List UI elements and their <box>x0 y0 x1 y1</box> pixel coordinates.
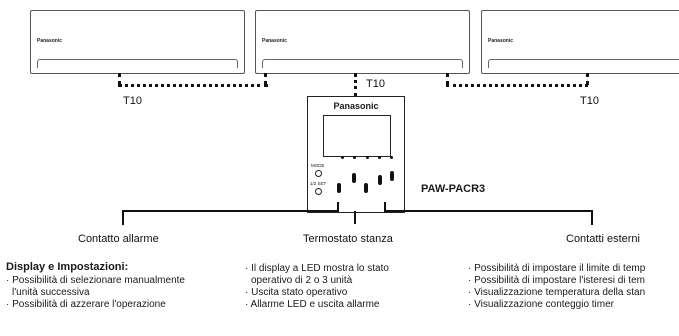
indoor-unit-3: Panasonic <box>481 10 679 74</box>
feature-list-3: · Possibilità di impostare il limite di … <box>468 263 645 311</box>
t10-label-right: T10 <box>580 95 599 107</box>
unit-brand-label: Panasonic <box>37 38 63 44</box>
status-led <box>390 156 393 159</box>
unit-air-outlet <box>262 59 463 68</box>
status-led <box>366 156 369 159</box>
controller-lcd-screen <box>323 115 391 157</box>
status-led <box>378 156 381 159</box>
bracket-right-riser <box>384 202 386 212</box>
section-title: Display e Impostazioni: <box>6 261 129 273</box>
status-led <box>353 156 356 159</box>
unit-brand-label: Panasonic <box>488 38 514 44</box>
connector-vertical-center <box>354 73 357 97</box>
list-item: l'unità successiva <box>12 287 90 298</box>
feature-list-2: · Il display a LED mostra lo stato opera… <box>245 263 389 311</box>
branch-label-external: Contatti esterni <box>566 233 640 245</box>
bracket-right-vertical <box>591 210 593 225</box>
connector-vertical-right <box>586 73 589 85</box>
selector-switch[interactable] <box>337 183 341 193</box>
list-item: · Il display a LED mostra lo stato <box>245 263 389 274</box>
bracket-left-vertical <box>122 210 124 225</box>
branch-label-thermostat: Termostato stanza <box>303 233 393 245</box>
controller-device: Panasonic MODE 1/2 SET <box>307 96 405 213</box>
selector-switch[interactable] <box>364 183 368 193</box>
t10-label-left: T10 <box>123 95 142 107</box>
t10-label-center: T10 <box>366 78 385 90</box>
list-item: · Visualizzazione conteggio timer <box>468 299 615 310</box>
status-led <box>341 156 344 159</box>
bracket-left-horizontal <box>122 210 338 212</box>
connector-vertical-unit2 <box>264 73 267 85</box>
list-item: operativo di 2 o 3 unità <box>251 275 353 286</box>
connector-vertical-left <box>118 73 121 85</box>
unit-air-outlet <box>37 59 238 68</box>
mode-button[interactable] <box>315 170 322 177</box>
connector-horizontal-left <box>118 84 268 87</box>
indoor-unit-1: Panasonic <box>30 10 245 74</box>
unit-air-outlet <box>488 59 679 68</box>
selector-switch[interactable] <box>352 173 356 183</box>
mode-label: MODE <box>311 163 325 168</box>
connector-vertical-unit2-right <box>446 73 449 85</box>
list-item: · Possibilità di impostare il limite di … <box>468 263 646 274</box>
list-item: · Uscita stato operativo <box>245 287 348 298</box>
branch-label-alarm: Contatto allarme <box>78 233 159 245</box>
controller-model-label: PAW-PACR3 <box>421 183 486 195</box>
list-item: · Possibilità di impostare l'isteresi di… <box>468 275 645 286</box>
set-label: 1/2 SET <box>310 181 327 186</box>
set-button[interactable] <box>315 188 322 195</box>
selector-switch[interactable] <box>390 171 394 181</box>
bracket-center-vertical <box>354 211 356 224</box>
list-item: · Allarme LED e uscita allarme <box>245 299 380 310</box>
controller-brand: Panasonic <box>333 101 379 111</box>
indoor-unit-2: Panasonic <box>255 10 470 74</box>
list-item: · Possibilità di selezionare manualmente <box>6 275 185 286</box>
feature-list-1: · Possibilità di selezionare manualmente… <box>6 275 185 311</box>
connector-horizontal-right <box>446 84 588 87</box>
list-item: · Visualizzazione temperatura della stan <box>468 287 646 298</box>
bracket-left-riser <box>337 202 339 212</box>
bracket-right-horizontal <box>384 210 593 212</box>
selector-switch[interactable] <box>378 175 382 185</box>
list-item: · Possibilità di azzerare l'operazione <box>6 299 166 310</box>
unit-brand-label: Panasonic <box>262 38 288 44</box>
